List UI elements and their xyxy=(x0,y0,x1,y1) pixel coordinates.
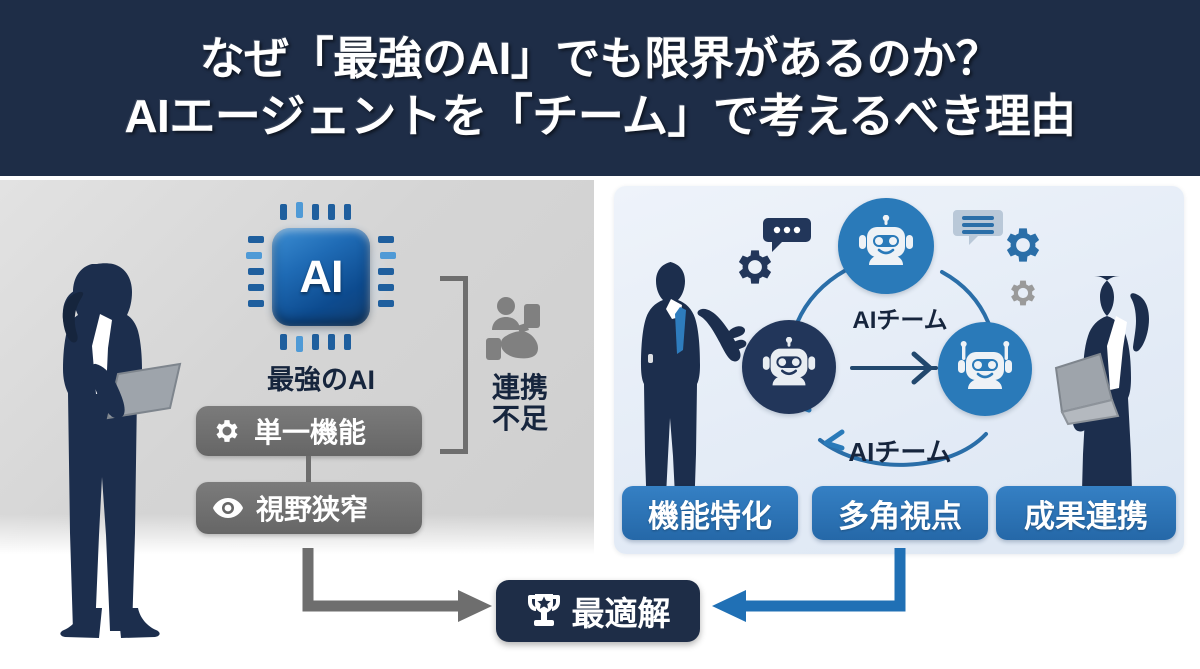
strength-pill-label: 多角視点 xyxy=(838,498,962,534)
strength-pill-function-specialization[interactable]: 機能特化 xyxy=(622,486,798,540)
ai-chip-body: AI xyxy=(272,228,370,326)
lack-of-coordination-line2: 不足 xyxy=(491,403,548,435)
businesswoman-with-laptop-silhouette xyxy=(1054,276,1149,528)
gear-icon xyxy=(1011,280,1035,306)
robot-glyph xyxy=(859,215,913,265)
bottom-arrow-connectors xyxy=(302,548,906,622)
robot-icon-left xyxy=(742,320,836,414)
pill-connector-line xyxy=(306,456,311,482)
limitation-pill-narrow-view[interactable]: 視野狭窄 xyxy=(196,482,422,534)
ai-chip-text: AI xyxy=(299,251,344,302)
header-title-line1: なぜ「最強のAI」でも限界があるのか？ xyxy=(199,33,1001,85)
businessman-presenting-silhouette xyxy=(641,262,747,516)
robot-icon-right xyxy=(938,322,1032,416)
chat-bubble-dots-icon xyxy=(763,218,811,252)
strongest-ai-label: 最強のAI xyxy=(267,365,375,395)
gear-icon xyxy=(216,420,238,442)
gear-icon xyxy=(1006,228,1040,262)
ai-team-label-bottom: AIチーム xyxy=(848,437,952,467)
list-bubble-icon xyxy=(953,210,1003,245)
trophy-icon xyxy=(527,594,560,626)
robot-icon-top xyxy=(838,198,934,294)
lack-of-coordination-line1: 連携 xyxy=(491,372,548,403)
gear-icon xyxy=(738,250,772,284)
eye-icon xyxy=(213,498,243,518)
ai-chip-icon: AI xyxy=(246,202,396,352)
limitation-pill-label: 視野狭窄 xyxy=(256,494,369,525)
ai-team-label-middle: AIチーム xyxy=(852,307,948,334)
limitation-pill-single-function[interactable]: 単一機能 xyxy=(196,406,422,456)
header-title-line2: AIエージェントを「チーム」で考えるべき理由 xyxy=(124,90,1076,143)
bracket-shape xyxy=(440,276,468,454)
header-banner: なぜ「最強のAI」でも限界があるのか？ AIエージェントを「チーム」で考えるべき… xyxy=(0,0,1200,176)
optimal-solution-badge[interactable]: 最適解 xyxy=(496,580,700,642)
robot-glyph xyxy=(958,341,1012,389)
strength-pill-label: 成果連携 xyxy=(1024,498,1148,534)
businesswoman-with-tablet-silhouette xyxy=(60,263,182,638)
lack-of-coordination-label: 連携 不足 xyxy=(470,372,570,435)
strength-pill-multi-perspective[interactable]: 多角視点 xyxy=(812,486,988,540)
strength-pill-label: 機能特化 xyxy=(648,498,772,534)
strength-pill-result-coordination[interactable]: 成果連携 xyxy=(996,486,1176,540)
disconnected-people-devices-icon xyxy=(486,297,540,360)
limitation-pill-label: 単一機能 xyxy=(254,417,367,448)
robot-glyph xyxy=(762,337,816,386)
optimal-solution-label: 最適解 xyxy=(571,595,671,632)
